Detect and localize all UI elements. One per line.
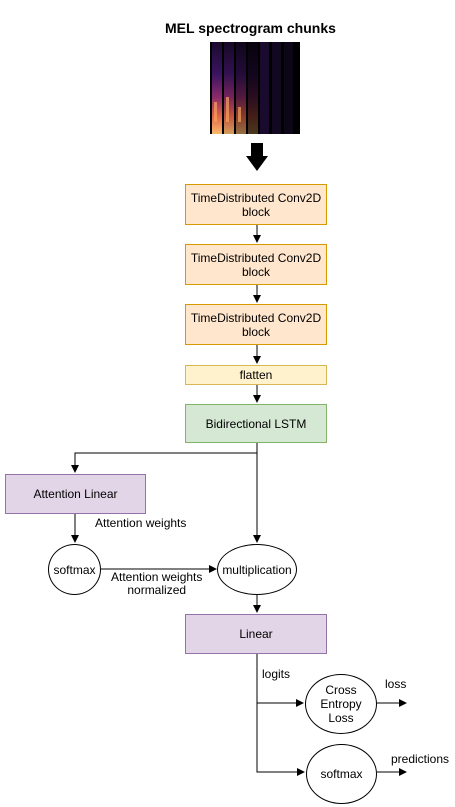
cross-entropy-loss-node: Cross Entropy Loss: [305, 674, 377, 734]
linear-node: Linear: [185, 614, 327, 654]
conv2d-block-2: TimeDistributed Conv2D block: [185, 244, 327, 285]
multiplication-node: multiplication: [217, 544, 297, 595]
conv2d-block-1: TimeDistributed Conv2D block: [185, 184, 327, 225]
logits-label: logits: [262, 667, 291, 681]
flatten-node: flatten: [185, 365, 327, 385]
edge-lstm-attention: [71, 443, 258, 473]
loss-label: loss: [385, 677, 407, 691]
softmax-node-attention: softmax: [48, 544, 101, 595]
attention-linear-node: Attention Linear: [5, 474, 146, 514]
edge-linear-softmax2: [256, 654, 305, 776]
softmax-node-output: softmax: [306, 744, 377, 804]
big-down-arrow: [246, 143, 268, 171]
bidirectional-lstm-node: Bidirectional LSTM: [185, 404, 327, 443]
spectrogram-chunks-image: [210, 42, 300, 134]
attention-weights-normalized-label: Attention weights normalized: [111, 570, 203, 597]
conv2d-block-3: TimeDistributed Conv2D block: [185, 304, 327, 345]
attention-weights-label: Attention weights: [95, 516, 187, 530]
diagram-title: MEL spectrogram chunks: [165, 20, 336, 36]
predictions-label: predictions: [391, 752, 450, 766]
